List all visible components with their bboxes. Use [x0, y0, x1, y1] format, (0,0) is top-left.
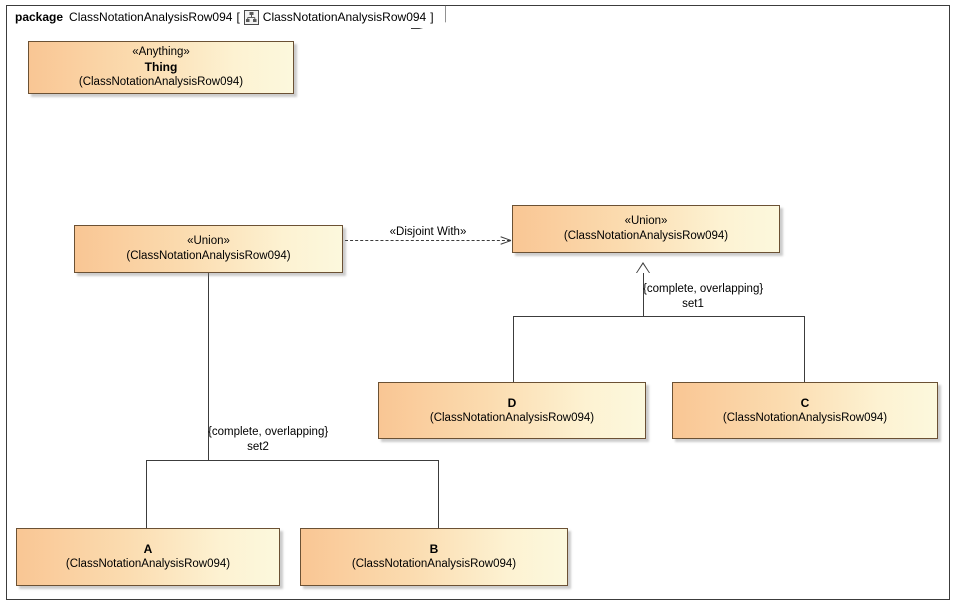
dependency-arrowhead: [500, 234, 512, 246]
class-qualified-name: (ClassNotationAnalysisRow094): [429, 411, 595, 424]
class-box-union-left[interactable]: «Union» (ClassNotationAnalysisRow094): [74, 225, 343, 273]
genset1-name-label: set1: [682, 298, 704, 310]
genset1-crossbar: [513, 316, 805, 317]
class-stereotype: «Anything»: [132, 46, 190, 58]
dependency-label: «Disjoint With»: [386, 225, 470, 239]
package-keyword: package: [15, 10, 64, 24]
bracket-open: [: [236, 10, 240, 24]
class-stereotype: «Union»: [624, 215, 668, 227]
class-name: A: [143, 542, 153, 556]
package-frame: [6, 5, 950, 600]
class-name: C: [800, 395, 810, 410]
dependency-line-disjoint-with: [345, 240, 510, 241]
class-stereotype: «Union»: [187, 235, 230, 247]
genset2-constraint-label: {complete, overlapping}: [208, 426, 329, 438]
class-box-b[interactable]: B (ClassNotationAnalysisRow094): [300, 528, 568, 586]
genset2-name-label: set2: [247, 441, 269, 453]
class-name: Thing: [144, 60, 178, 74]
class-box-c[interactable]: C (ClassNotationAnalysisRow094): [672, 382, 938, 439]
genset1-constraint-label: {complete, overlapping}: [643, 283, 764, 295]
class-name: D: [507, 395, 517, 410]
class-box-thing[interactable]: «Anything» Thing (ClassNotationAnalysisR…: [28, 41, 294, 94]
class-box-d[interactable]: D (ClassNotationAnalysisRow094): [378, 382, 646, 439]
genset2-branch-a: [146, 460, 147, 528]
class-qualified-name: (ClassNotationAnalysisRow094): [78, 76, 244, 88]
genset2-stem: [208, 272, 209, 461]
genset1-stem: [643, 272, 644, 316]
class-name: B: [429, 542, 439, 556]
class-box-union-right[interactable]: «Union» (ClassNotationAnalysisRow094): [512, 205, 780, 253]
class-box-a[interactable]: A (ClassNotationAnalysisRow094): [16, 528, 280, 586]
package-header-tab: package ClassNotationAnalysisRow094 [ Cl…: [6, 5, 446, 29]
class-diagram-icon: [243, 9, 259, 25]
diagram-name: ClassNotationAnalysisRow094: [262, 10, 427, 24]
class-qualified-name: (ClassNotationAnalysisRow094): [351, 558, 517, 570]
genset1-branch-c: [804, 316, 805, 382]
class-qualified-name: (ClassNotationAnalysisRow094): [563, 230, 729, 242]
package-name: ClassNotationAnalysisRow094: [69, 10, 233, 24]
genset2-branch-b: [438, 460, 439, 528]
bracket-close: ]: [430, 10, 434, 24]
genset1-generalization-arrowhead: [636, 262, 650, 273]
genset2-crossbar: [146, 460, 439, 461]
class-qualified-name: (ClassNotationAnalysisRow094): [65, 558, 231, 570]
tab-frame-joint: [7, 27, 411, 30]
class-qualified-name: (ClassNotationAnalysisRow094): [722, 411, 888, 424]
class-qualified-name: (ClassNotationAnalysisRow094): [126, 250, 291, 262]
genset1-branch-d: [513, 316, 514, 382]
